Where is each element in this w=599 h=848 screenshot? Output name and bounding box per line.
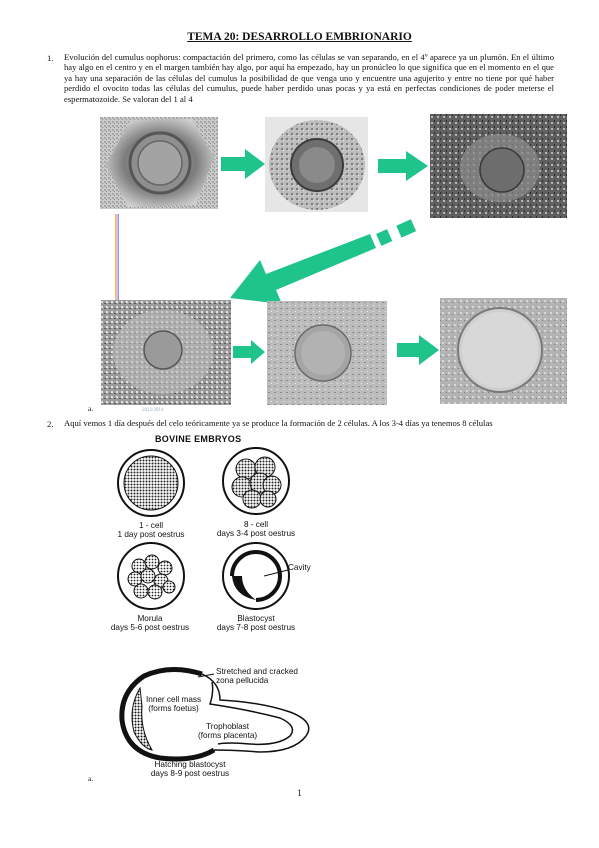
diagram-title: BOVINE EMBRYOS <box>155 434 242 444</box>
page-number: 1 <box>297 789 302 799</box>
item-1-number: 1. <box>47 53 54 63</box>
item-1-text: Evolución del cumulus oophorus: compacta… <box>64 52 554 104</box>
stage-morula-label: Morula days 5-6 post oestrus <box>110 614 190 632</box>
hatching-blastocyst-drawing <box>110 660 340 775</box>
oocyte-photo-4 <box>101 300 231 405</box>
trophoblast-label: Trophoblast (forms placenta) <box>198 722 258 740</box>
cavity-label: Cavity <box>288 563 311 572</box>
embryo-blastocyst-drawing <box>220 540 330 617</box>
embryo-8-cell-drawing <box>220 445 292 522</box>
oocyte-photo-3 <box>430 114 567 218</box>
oocyte-photo-2 <box>265 117 368 212</box>
decorative-lines <box>115 214 119 302</box>
embryo-morula-drawing <box>115 540 187 617</box>
arrow-diagonal-icon <box>230 218 430 313</box>
item-2-text: Aquí vemos 1 día después del celo teóric… <box>64 418 493 428</box>
arrow-right-icon <box>233 340 265 369</box>
oocyte-photo-5 <box>267 301 387 405</box>
item-2-sublabel: a. <box>88 774 94 783</box>
item-2-number: 2. <box>47 419 54 429</box>
arrow-right-icon <box>378 151 428 186</box>
oocyte-photo-1 <box>100 117 218 209</box>
stage-1-cell-label: 1 - cell 1 day post oestrus <box>117 521 185 539</box>
arrow-right-icon <box>397 335 439 370</box>
item-1-sublabel: a. <box>88 404 94 413</box>
faint-watermark-text: 2012/2014 <box>142 408 164 413</box>
inner-cell-mass-label: Inner cell mass (forms foetus) <box>146 695 202 713</box>
arrow-right-icon <box>221 149 265 184</box>
zona-pellucida-label: Stretched and cracked zona pellucida <box>216 667 298 685</box>
stage-blastocyst-label: Blastocyst days 7-8 post oestrus <box>216 614 296 632</box>
page-title: TEMA 20: DESARROLLO EMBRIONARIO <box>187 31 412 43</box>
stage-8-cell-label: 8 - cell days 3-4 post oestrus <box>216 520 296 538</box>
oocyte-photo-6 <box>440 298 567 404</box>
embryo-1-cell-drawing <box>115 447 187 524</box>
hatching-stage-label: Hatching blastocyst days 8-9 post oestru… <box>150 760 230 778</box>
